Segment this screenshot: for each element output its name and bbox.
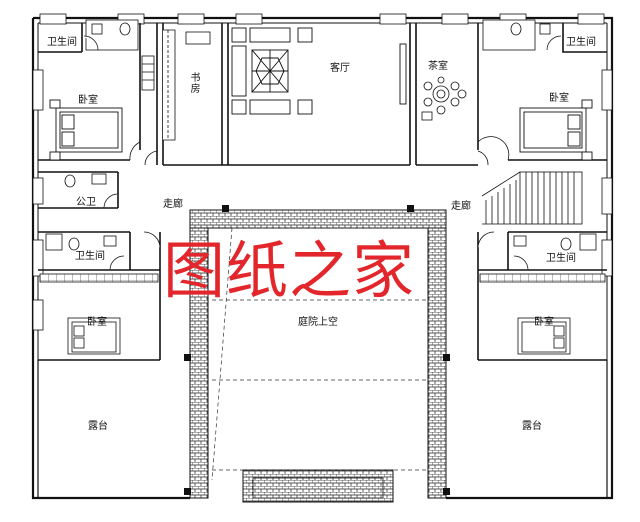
tea-room-furniture bbox=[421, 76, 467, 121]
left-windows bbox=[32, 69, 44, 331]
bath-top-right-fixtures bbox=[482, 19, 562, 51]
courtyard-wall bbox=[189, 209, 447, 503]
courtyard-dashed bbox=[211, 227, 428, 481]
label-bath-top-left: 卫生间 bbox=[47, 37, 77, 48]
label-study: 书房 bbox=[188, 72, 199, 94]
study-furniture bbox=[163, 29, 211, 141]
label-courtyard: 庭院上空 bbox=[298, 317, 338, 328]
bed-top-left bbox=[49, 99, 123, 161]
label-bath-top-right: 卫生间 bbox=[566, 37, 596, 48]
label-corridor-left: 走廊 bbox=[163, 199, 183, 210]
label-bath-mid-left: 卫生间 bbox=[75, 251, 105, 262]
public-wc-fixtures bbox=[64, 173, 119, 209]
bed-top-right bbox=[519, 99, 593, 161]
living-sofa-set bbox=[231, 27, 407, 115]
right-windows bbox=[601, 69, 613, 277]
label-bedroom-bottom-right: 卧室 bbox=[534, 317, 554, 328]
label-terrace-right: 露台 bbox=[522, 421, 542, 432]
courtyard-posts bbox=[184, 205, 450, 495]
doors-top bbox=[129, 136, 510, 166]
watermark: 图纸之家 bbox=[163, 234, 416, 307]
staircase bbox=[481, 171, 583, 225]
label-bedroom-top-left: 卧室 bbox=[78, 95, 98, 106]
label-corridor-right: 走廊 bbox=[451, 201, 471, 212]
label-terrace-left: 露台 bbox=[88, 421, 108, 432]
top-windows bbox=[39, 13, 605, 25]
label-public-wc: 公卫 bbox=[76, 197, 96, 208]
left-closet bbox=[141, 55, 155, 91]
label-tea: 茶室 bbox=[428, 61, 448, 72]
terraces bbox=[37, 360, 608, 498]
right-lower-fixtures bbox=[477, 231, 606, 355]
right-lower-wing bbox=[477, 231, 607, 361]
label-living: 客厅 bbox=[330, 63, 350, 74]
bath-top-left-fixtures bbox=[83, 19, 139, 51]
label-bedroom-top-right: 卧室 bbox=[549, 93, 569, 104]
label-bath-mid-right: 卫生间 bbox=[546, 253, 576, 264]
label-bedroom-bottom-left: 卧室 bbox=[87, 317, 107, 328]
left-lower-fixtures bbox=[39, 231, 161, 355]
left-lower-wing bbox=[38, 231, 161, 361]
